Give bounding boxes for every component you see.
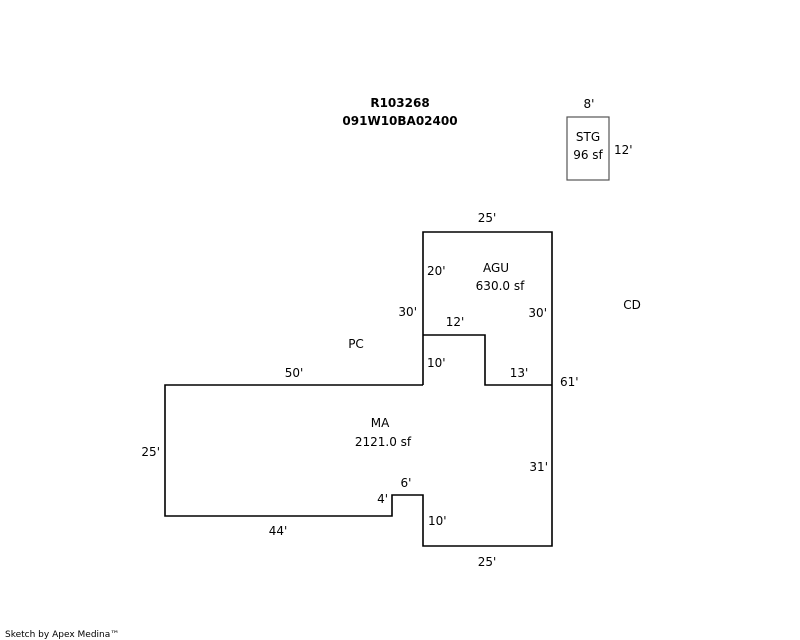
ma-area: 2121.0 sf: [355, 435, 412, 449]
dim-ma-bottom-left: 44': [269, 524, 288, 538]
agu-notch-outline: [423, 334, 552, 386]
agu-outline: [422, 231, 553, 385]
map-number: 091W10BA02400: [342, 114, 457, 128]
ma-outline: [164, 384, 553, 547]
sketch-credit: Sketch by Apex Medina™: [5, 630, 119, 640]
dim-right-total: 61': [560, 375, 579, 389]
stg-area: 96 sf: [573, 148, 603, 162]
dim-ma-top: 50': [285, 366, 304, 380]
dim-agu-right: 30': [528, 306, 547, 320]
dim-agu-top: 25': [478, 211, 497, 225]
agu-area: 630.0 sf: [476, 279, 525, 293]
dim-step-top: 6': [401, 476, 412, 490]
dim-notch-top: 12': [446, 315, 465, 329]
dim-agu-left: 30': [398, 305, 417, 319]
dim-stg-top: 8': [584, 97, 595, 111]
dim-stg-right: 12': [614, 143, 633, 157]
pc-label: PC: [348, 337, 364, 351]
dim-notch-bottom: 13': [510, 366, 529, 380]
ma-label: MA: [371, 416, 390, 430]
dim-step-down: 10': [428, 514, 447, 528]
stg-outline: [566, 116, 610, 181]
agu-label: AGU: [483, 261, 509, 275]
dim-agu-left-upper: 20': [427, 264, 446, 278]
dim-ma-left: 25': [141, 445, 160, 459]
account-number: R103268: [370, 96, 429, 110]
stg-label: STG: [576, 130, 600, 144]
cd-label: CD: [623, 298, 641, 312]
dim-step-up: 4': [377, 492, 388, 506]
dim-ma-right: 31': [529, 460, 548, 474]
dim-ma-bottom-right: 25': [478, 555, 497, 569]
dim-notch-left: 10': [427, 356, 446, 370]
